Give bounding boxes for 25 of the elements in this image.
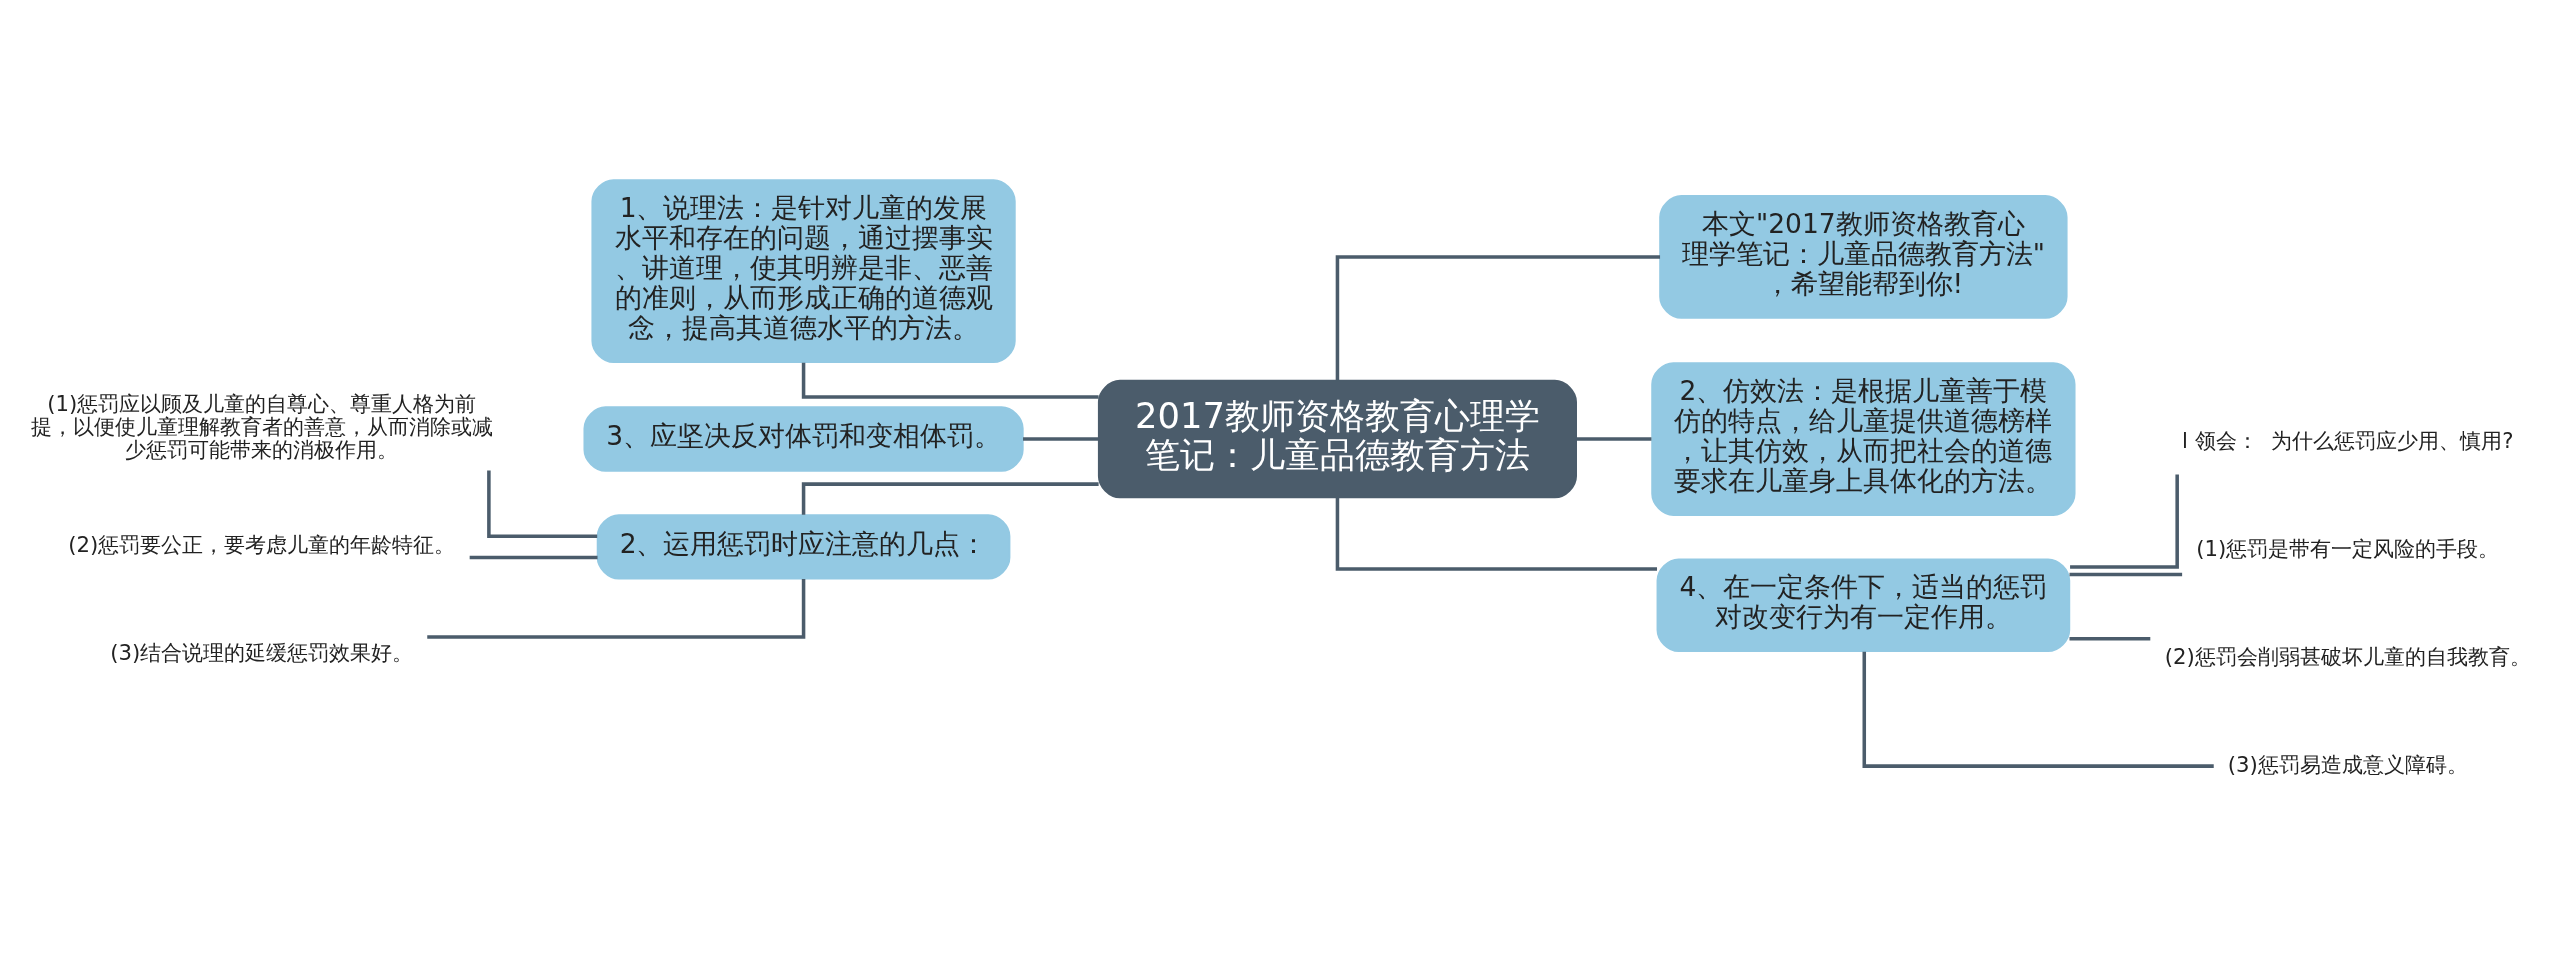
node-text: (2)惩罚要公正，要考虑儿童的年龄特征。	[68, 532, 456, 558]
node-text: (3)结合说理的延缓惩罚效果好。	[110, 640, 414, 666]
node-box: 4、在一定条件下，适当的惩罚对改变行为有一定作用。	[1656, 558, 2071, 653]
connector	[1862, 651, 2214, 768]
node-text: (3)惩罚易造成意义障碍。	[2227, 751, 2468, 777]
connector	[2069, 572, 2183, 577]
connector	[2069, 637, 2151, 641]
node-box: 2、运用惩罚时应注意的几点：	[596, 514, 1011, 580]
node-box: 3、应坚决反对体罚和变相体罚。	[583, 406, 1024, 472]
connector	[1576, 437, 1652, 441]
connector	[1335, 497, 1658, 571]
node-text: (1)惩罚应以顾及儿童的自尊心、尊重人格为前提，以便使儿童理解教育者的善意，从而消除或减少惩罚可能带来的消极作用。	[30, 390, 493, 462]
node-box: 1、说理法：是针对儿童的发展水平和存在的问题，通过摆事实、讲道理，使其明辨是非、恶善的准则，从而形成正确的道德观念，提高其道德水平的方法。	[591, 179, 1016, 364]
connector	[487, 470, 598, 539]
node-text: (2)惩罚会削弱甚破坏儿童的自我教育。	[2164, 643, 2531, 669]
node-text: l 领会： 为什么惩罚应少用、慎用?	[2182, 428, 2514, 454]
connector	[2070, 474, 2179, 569]
node-box: 本文"2017教师资格教育心理学笔记：儿童品德教育方法"，希望能帮到你!	[1659, 195, 2068, 319]
connector	[427, 578, 806, 639]
connector	[1335, 255, 1661, 381]
connector	[469, 555, 598, 560]
node-text: (1)惩罚是带有一定风险的手段。	[2196, 535, 2500, 561]
node-box: 2、仿效法：是根据儿童善于模仿的特点，给儿童提供道德榜样，让其仿效，从而把社会的道德要求在儿童身上具体化的方法。	[1651, 362, 2076, 516]
connector	[1023, 437, 1099, 441]
node-box: 2017教师资格教育心理学笔记：儿童品德教育方法	[1097, 379, 1577, 499]
